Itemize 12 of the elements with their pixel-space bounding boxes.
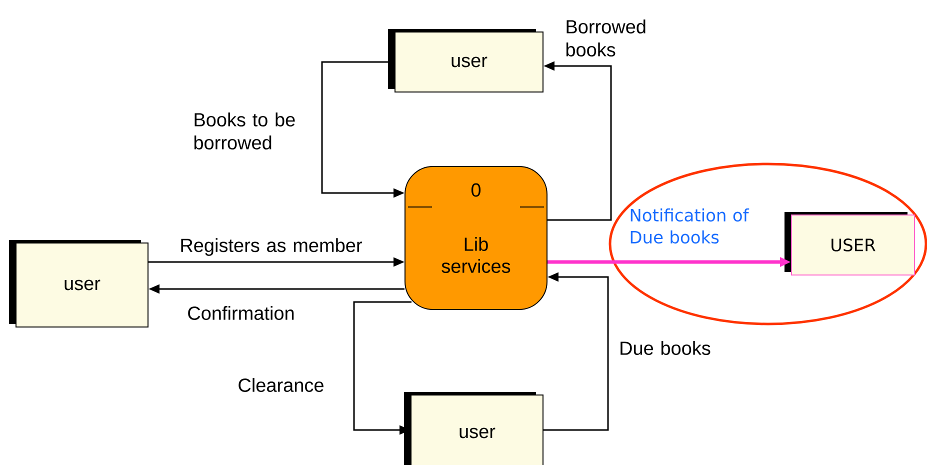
edge-label: Confirmation bbox=[188, 306, 294, 320]
edge-label: Notification of Due books bbox=[630, 208, 750, 244]
entity-box: USER bbox=[784, 212, 915, 276]
edge-label: Registers as member bbox=[181, 238, 362, 256]
process-box: 0 Lib services bbox=[404, 166, 548, 310]
entity-box: user bbox=[404, 392, 544, 465]
edge-label: Borrowed books bbox=[566, 20, 646, 56]
entity-box: user bbox=[9, 240, 148, 328]
entity-box: user bbox=[388, 29, 544, 92]
edge-label: Clearance bbox=[238, 378, 324, 392]
edge-label: Due books bbox=[620, 341, 710, 355]
edge-label: Books to be borrowed bbox=[194, 112, 295, 150]
